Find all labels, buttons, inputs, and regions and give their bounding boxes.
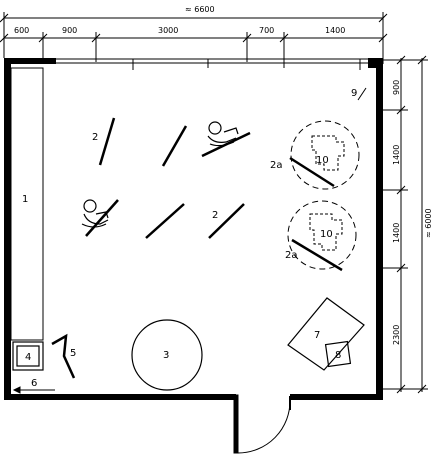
right-dim-1400-b: 1400 <box>392 223 401 243</box>
pipe-9 <box>357 87 367 101</box>
round-table <box>131 319 203 391</box>
label-2a-lower: 2a <box>285 250 298 261</box>
label-2-upper: 2 <box>92 132 98 143</box>
right-dim-2300: 2300 <box>392 325 401 345</box>
label-7: 7 <box>314 330 320 341</box>
label-4: 4 <box>25 352 31 363</box>
windows <box>56 58 368 70</box>
stand-5 <box>51 333 76 379</box>
top-dim-3000: 3000 <box>158 26 178 35</box>
chair-8 <box>324 340 352 368</box>
right-total-dimension: ≈ 6000 <box>424 208 433 238</box>
sink-4 <box>12 341 44 371</box>
label-6: 6 <box>31 378 37 389</box>
label-8: 8 <box>335 350 341 361</box>
door <box>233 394 291 454</box>
right-dim-900: 900 <box>392 80 401 95</box>
arrow-6 <box>12 386 55 394</box>
seated-figure-1 <box>207 121 239 147</box>
top-dim-1400: 1400 <box>325 26 345 35</box>
top-dimension-chain <box>0 12 388 64</box>
top-dim-600: 600 <box>14 26 29 35</box>
top-dim-700: 700 <box>259 26 274 35</box>
label-9: 9 <box>351 88 357 99</box>
desk-7 <box>287 297 365 371</box>
label-2-lower: 2 <box>212 210 218 221</box>
right-dimension-chain <box>380 55 428 394</box>
seated-figure-2 <box>81 199 109 228</box>
walls <box>4 58 383 400</box>
label-1: 1 <box>22 194 28 205</box>
label-2a-upper: 2a <box>270 160 283 171</box>
work-station-lower <box>287 200 357 270</box>
label-5: 5 <box>70 348 76 359</box>
label-10-upper: 10 <box>316 155 329 166</box>
right-dim-1400-a: 1400 <box>392 145 401 165</box>
label-10-lower: 10 <box>320 229 333 240</box>
work-station-upper <box>290 120 360 190</box>
wall-counter <box>10 67 44 341</box>
top-dim-900: 900 <box>62 26 77 35</box>
top-total-dimension: ≈ 6600 <box>185 5 215 14</box>
label-3: 3 <box>163 350 169 361</box>
